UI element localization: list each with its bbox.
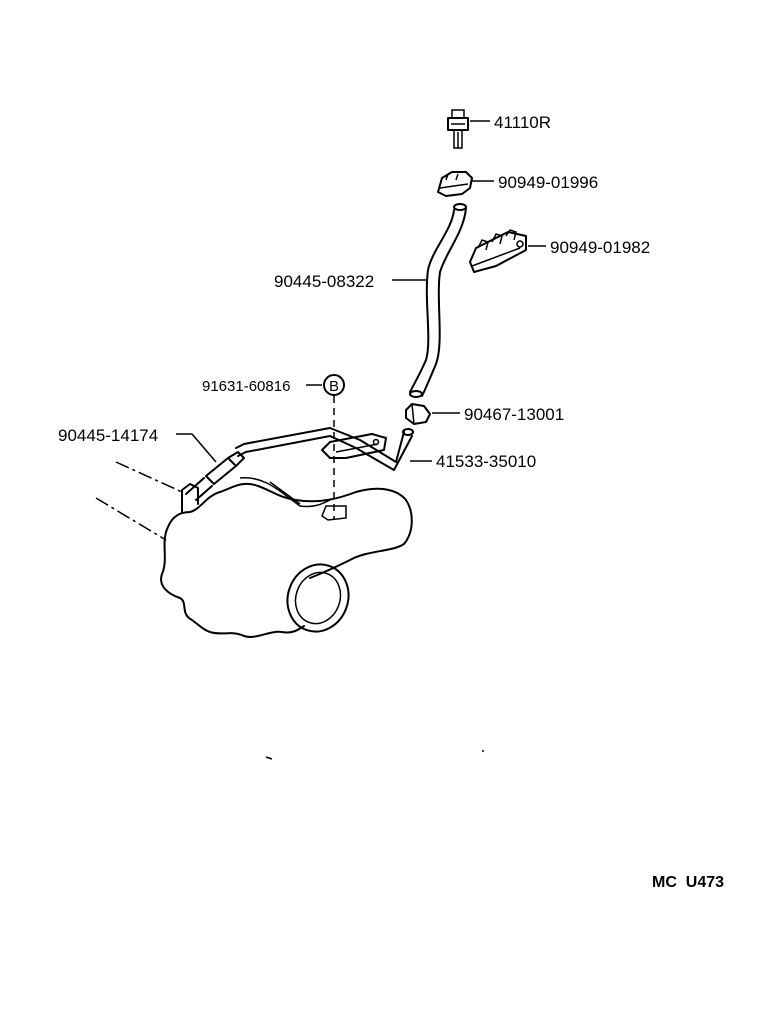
- engine-block-outline: [160, 477, 413, 638]
- short-hose-90445-14174: [176, 433, 245, 501]
- label-41110R: 41110R: [494, 113, 551, 132]
- label-91631-60816: 91631-60816: [202, 378, 290, 395]
- callout-b-badge: B: [323, 374, 345, 396]
- scan-speck: [265, 756, 273, 760]
- label-90445-14174: 90445-14174: [58, 426, 158, 445]
- callout-b-letter: B: [329, 378, 339, 395]
- clamp-plate-90949-01982: [469, 229, 546, 273]
- label-90949-01982: 90949-01982: [550, 238, 650, 257]
- label-90949-01996: 90949-01996: [498, 173, 598, 192]
- label-41533-35010: 41533-35010: [436, 452, 536, 471]
- breather-plug-41110R: [447, 109, 490, 149]
- ventilation-pipe-41533-35010: [235, 427, 432, 471]
- diagram-code: MC U473: [652, 874, 724, 891]
- hose-clip-90467-13001: [405, 403, 460, 425]
- label-90467-13001: 90467-13001: [464, 405, 564, 424]
- breather-hose-90445-08322: [392, 203, 467, 398]
- clip-90949-01996: [437, 171, 494, 197]
- label-90445-08322: 90445-08322: [274, 272, 374, 291]
- alignment-line-upper: [115, 461, 183, 493]
- leader-90445-14174: [176, 433, 217, 463]
- alignment-line-lower: [95, 497, 167, 541]
